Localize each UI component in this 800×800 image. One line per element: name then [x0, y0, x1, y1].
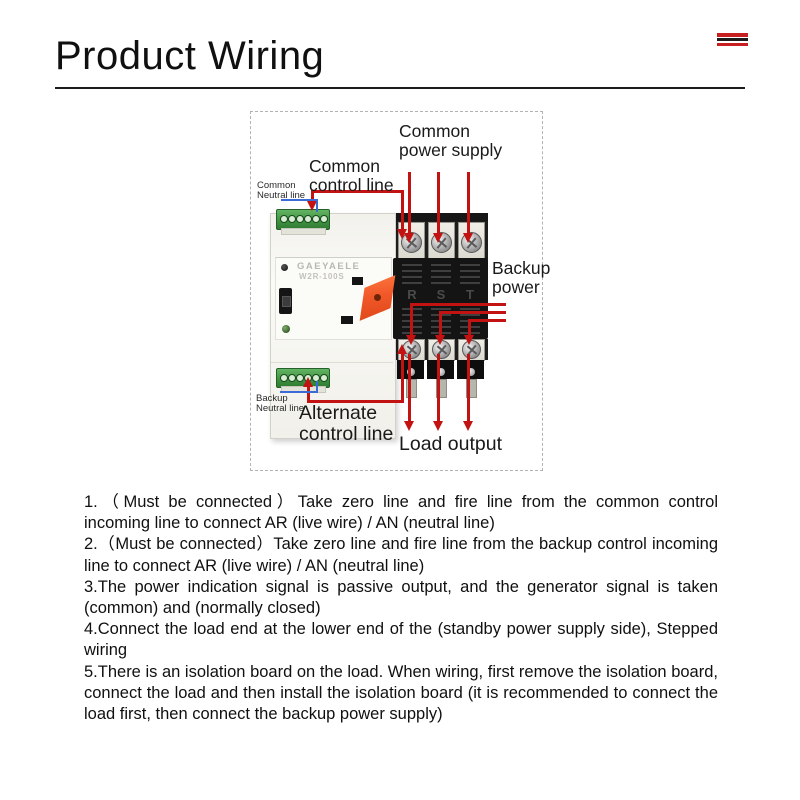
phase-label-r: R — [407, 287, 417, 302]
breaker-top-bar — [396, 213, 488, 221]
flag-stripe-red — [717, 42, 748, 46]
note-2: 2.（Must be connected）Take zero line and … — [84, 535, 718, 575]
terminal-pin-icon — [280, 374, 288, 382]
din-tab — [406, 379, 417, 398]
backup-wire — [410, 303, 506, 306]
arrowhead-icon — [397, 344, 407, 354]
lever-pivot-icon — [374, 294, 381, 301]
backup-wire — [468, 319, 506, 322]
vent-slots — [402, 264, 422, 286]
title-underline — [55, 87, 745, 89]
arrowhead-icon — [406, 335, 416, 345]
terminal-pin-icon — [304, 215, 312, 223]
arrowhead-icon — [397, 229, 407, 239]
alt-control-wire — [307, 386, 310, 403]
arrowhead-icon — [307, 201, 317, 211]
arrowhead-icon — [463, 233, 473, 243]
indicator-led-green-icon — [282, 325, 290, 333]
arrowhead-icon — [404, 421, 414, 431]
power-wire — [437, 172, 440, 234]
panel-seam — [271, 362, 393, 363]
arrowhead-icon — [433, 421, 443, 431]
backup-wire — [439, 311, 442, 336]
common-control-terminal — [276, 209, 330, 230]
terminal-base — [281, 228, 326, 235]
arrowhead-icon — [433, 233, 443, 243]
panel-window — [352, 277, 363, 285]
screw-icon — [467, 368, 475, 376]
terminal-cover — [457, 360, 484, 379]
control-wire — [401, 190, 404, 230]
indicator-led-dark-icon — [281, 264, 288, 271]
neutral-wire — [316, 199, 318, 212]
backup-wire — [439, 311, 506, 314]
screw-icon — [407, 368, 415, 376]
wiring-notes: 1.（Must be connected）Take zero line and … — [84, 492, 718, 725]
arrowhead-icon — [404, 233, 414, 243]
panel-window — [341, 316, 353, 324]
flag-stripe-red — [717, 33, 748, 37]
neutral-wire — [280, 391, 318, 393]
arrowhead-icon — [303, 377, 313, 387]
arrowhead-icon — [464, 335, 474, 345]
control-wire — [311, 190, 404, 193]
vent-slots — [431, 264, 451, 286]
load-wire — [437, 354, 440, 422]
note-3: 3.The power indication signal is passive… — [84, 577, 718, 618]
note-1: 1.（Must be connected）Take zero line and … — [84, 493, 718, 533]
label-common-control-line: Common control line — [309, 156, 394, 195]
terminal-pin-icon — [296, 215, 304, 223]
neutral-wire — [281, 199, 318, 201]
label-common-neutral-line: Common Neutral line — [257, 180, 306, 202]
terminal-pin-icon — [288, 215, 296, 223]
terminal-pin-icon — [320, 215, 328, 223]
alt-control-wire — [401, 352, 404, 403]
load-wire — [408, 354, 411, 422]
power-wire — [467, 172, 470, 234]
neutral-wire — [316, 381, 318, 393]
mode-switch-knob — [282, 296, 291, 307]
arrowhead-icon — [463, 421, 473, 431]
power-wire — [408, 172, 411, 234]
vent-slots — [460, 264, 480, 286]
label-load-output: Load output — [399, 433, 503, 455]
backup-wire — [468, 319, 471, 336]
alt-control-wire — [307, 400, 404, 403]
flag-stripe-black — [717, 37, 748, 42]
terminal-pin-icon — [312, 215, 320, 223]
terminal-pin-icon — [280, 215, 288, 223]
label-backup-power: Backup power — [492, 258, 551, 297]
diagram-dashed-frame — [250, 111, 543, 471]
note-5: 5.There is an isolation board on the loa… — [84, 662, 718, 724]
terminal-cover — [427, 360, 454, 379]
page-title: Product Wiring — [55, 34, 325, 78]
phase-label-s: S — [436, 287, 446, 302]
mode-switch — [279, 288, 292, 314]
load-wire — [467, 354, 470, 422]
terminal-pin-icon — [320, 374, 328, 382]
din-tab — [466, 379, 477, 398]
label-alternate-control-line: Alternate control line — [299, 402, 394, 445]
terminal-pin-icon — [288, 374, 296, 382]
control-wire — [311, 190, 314, 202]
label-backup-neutral-line: Backup Neutral line — [256, 393, 305, 415]
device-brand: GAEYAELE — [297, 261, 361, 272]
device-model: W2R-100S — [299, 272, 345, 281]
arrowhead-icon — [435, 335, 445, 345]
screw-icon — [437, 368, 445, 376]
note-4: 4.Connect the load end at the lower end … — [84, 620, 718, 660]
phase-label-t: T — [466, 287, 474, 302]
backup-wire — [410, 303, 413, 336]
label-common-power-supply: Common power supply — [399, 121, 503, 160]
red-stripe-flag-icon — [717, 33, 748, 46]
din-tab — [436, 379, 447, 398]
